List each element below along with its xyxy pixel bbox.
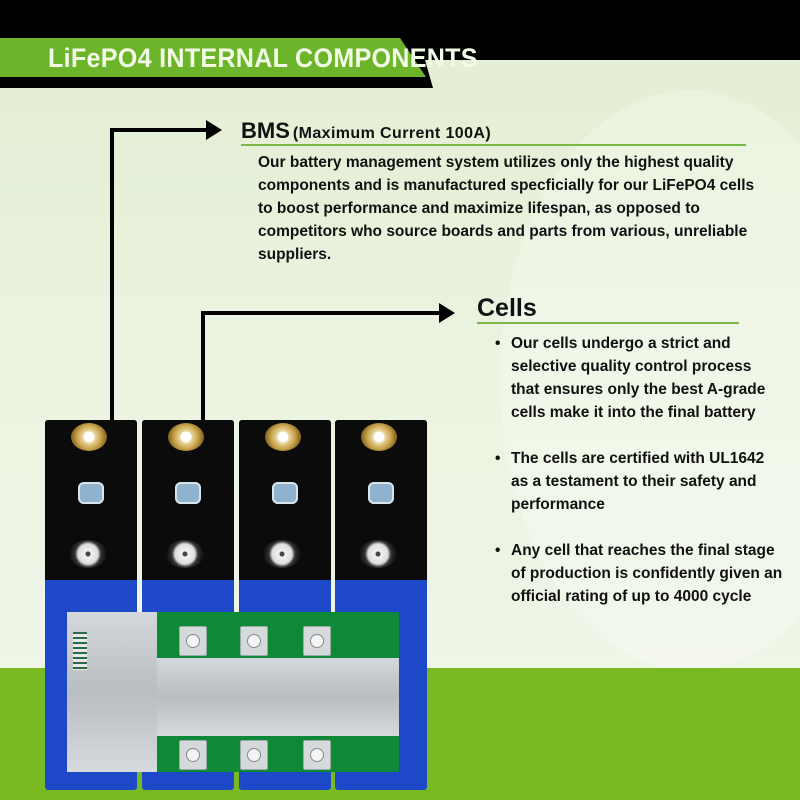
safety-vent (175, 482, 201, 504)
cells-leader-horizontal (201, 311, 441, 315)
bms-heatsink (157, 658, 399, 736)
list-item: Our cells undergo a strict and selective… (493, 332, 783, 424)
cells-title: Cells (477, 294, 537, 322)
list-item: The cells are certified with UL1642 as a… (493, 447, 783, 516)
bms-leader-horizontal (110, 128, 210, 132)
bms-bolt (303, 740, 331, 770)
bms-subtitle: (Maximum Current 100A) (292, 125, 492, 142)
negative-terminal (69, 540, 107, 568)
bms-bolt (303, 626, 331, 656)
positive-terminal (71, 423, 107, 451)
cells-bullet-list: Our cells undergo a strict and selective… (493, 332, 783, 608)
bms-heading-underline (241, 144, 746, 146)
positive-terminal (265, 423, 301, 451)
safety-vent (272, 482, 298, 504)
positive-terminal (168, 423, 204, 451)
bms-leader-vertical (110, 128, 114, 641)
bms-board (67, 612, 399, 772)
arrow-right-icon (206, 120, 222, 140)
cells-heading-underline (477, 322, 739, 324)
safety-vent (78, 482, 104, 504)
safety-vent (368, 482, 394, 504)
page-title: LiFePO4 INTERNAL COMPONENTS (48, 43, 478, 73)
bms-bolt (240, 740, 268, 770)
negative-terminal (359, 540, 397, 568)
bms-bolt (240, 626, 268, 656)
bms-description: Our battery management system utilizes o… (258, 154, 755, 263)
cells-leader-vertical (201, 311, 205, 429)
header-accent-strip (425, 60, 800, 88)
arrow-right-icon (439, 303, 455, 323)
negative-terminal (166, 540, 204, 568)
negative-terminal (263, 540, 301, 568)
bms-title: BMS (241, 118, 290, 143)
battery-illustration (45, 420, 437, 790)
title-banner (0, 38, 426, 77)
bms-heading: BMS(Maximum Current 100A) (241, 118, 491, 144)
bms-bolt (179, 626, 207, 656)
bms-bolt (179, 740, 207, 770)
positive-terminal (361, 423, 397, 451)
balance-connector (73, 632, 87, 670)
list-item: Any cell that reaches the final stage of… (493, 539, 783, 608)
